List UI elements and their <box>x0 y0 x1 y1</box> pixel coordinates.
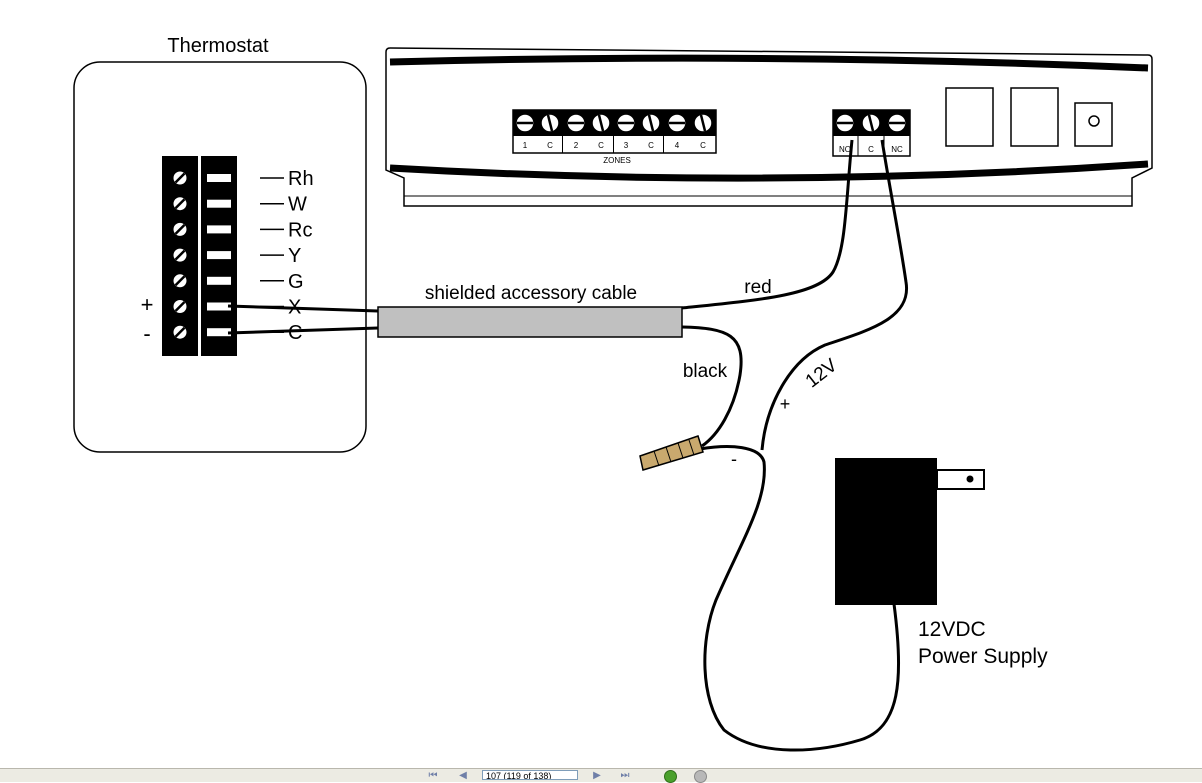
next-page-button[interactable]: ▶ <box>593 770 601 781</box>
first-page-button[interactable]: ⏮ <box>428 770 438 781</box>
screw-icon <box>566 113 586 133</box>
shielded-cable <box>377 306 683 338</box>
screw-icon <box>515 113 535 133</box>
stop-button[interactable] <box>694 770 707 783</box>
viewer-toolbar: ⏮ ◀ 107 (119 of 138) ▶ ⏭ <box>0 768 1202 783</box>
zone-terminal-label: C <box>547 141 553 150</box>
plug-prong-hole <box>966 475 974 483</box>
terminal-label-c: C <box>288 322 302 344</box>
wire-x <box>227 304 379 313</box>
terminal-label-rh: Rh <box>288 168 314 190</box>
spade-terminal-icon <box>207 225 231 234</box>
relay-terminal-label-nc: NC <box>891 145 903 154</box>
plus-label: + <box>780 394 791 414</box>
polarity-minus: - <box>143 321 150 346</box>
terminal-label-rc: Rc <box>288 219 312 241</box>
screw-icon <box>591 113 611 133</box>
wire-red <box>681 139 854 310</box>
terminal-row-rc: Rc <box>173 219 312 241</box>
screw-icon <box>861 113 881 133</box>
spade-terminal-icon <box>207 199 231 208</box>
voltage-label: 12V <box>802 355 842 393</box>
spade-terminal-icon <box>207 302 231 311</box>
relay-screws <box>835 113 907 133</box>
panel-bottom-stripe <box>389 160 1149 182</box>
port-right <box>1010 87 1059 147</box>
polarity-plus: + <box>141 292 154 317</box>
power-supply-line1: 12VDC <box>918 618 986 641</box>
terminal-row-w: W <box>173 194 307 216</box>
zone-screws <box>515 113 713 133</box>
zone-labels: 1 C 2 C 3 C 4 C <box>523 136 706 153</box>
panel-top-stripe <box>389 54 1149 72</box>
wire-nut <box>639 435 704 471</box>
power-supply-body <box>835 458 937 605</box>
wire-c <box>227 326 379 335</box>
power-supply: 12VDC Power Supply <box>835 458 1048 668</box>
screw-icon <box>693 113 713 133</box>
terminal-row-g: G <box>173 271 304 293</box>
relay-terminal-label-c: C <box>868 145 874 154</box>
screw-icon <box>540 113 560 133</box>
red-label: red <box>744 277 771 298</box>
zone-terminal-label: C <box>648 141 654 150</box>
screw-icon <box>641 113 661 133</box>
spade-terminal-icon <box>207 251 231 260</box>
port-left <box>945 87 994 147</box>
zone-terminal-label: C <box>598 141 604 150</box>
terminal-label-g: G <box>288 271 304 293</box>
screw-icon <box>616 113 636 133</box>
spade-terminal-icon <box>207 328 231 337</box>
zones-caption: ZONES <box>603 156 631 165</box>
cable-label: shielded accessory cable <box>425 283 637 304</box>
zone-terminal-label: 2 <box>574 141 579 150</box>
terminal-row-rh: Rh <box>173 168 314 190</box>
screw-icon <box>835 113 855 133</box>
zone-terminal-label: 1 <box>523 141 528 150</box>
wire-black <box>681 325 743 448</box>
plug-prong <box>936 469 985 490</box>
zone-terminal-label: 4 <box>675 141 680 150</box>
wire-plus-12v <box>760 139 909 451</box>
black-label: black <box>683 361 728 382</box>
zone-panel: 1 C 2 C 3 C 4 C ZONES NO C NC <box>385 47 1153 207</box>
minus-label: - <box>731 449 737 469</box>
spade-terminal-icon <box>207 174 231 182</box>
screw-icon <box>667 113 687 133</box>
zone-terminal-label: 3 <box>624 141 629 150</box>
zone-terminal-label: C <box>700 141 706 150</box>
terminal-label-y: Y <box>288 245 301 267</box>
wire-minus <box>699 445 901 752</box>
screw-icon <box>887 113 907 133</box>
relay-terminal-label-no: NO <box>839 145 851 154</box>
terminal-label-w: W <box>288 194 307 216</box>
thermostat-title: Thermostat <box>167 35 269 57</box>
prev-page-button[interactable]: ◀ <box>459 770 467 781</box>
last-page-button[interactable]: ⏭ <box>620 770 630 781</box>
terminal-row-y: Y <box>173 245 301 267</box>
wires <box>227 139 909 752</box>
go-button[interactable] <box>664 770 677 783</box>
power-supply-line2: Power Supply <box>918 645 1048 668</box>
power-jack-hole <box>1088 115 1100 127</box>
spade-terminal-icon <box>207 276 231 285</box>
page-number-field[interactable]: 107 (119 of 138) <box>482 770 578 780</box>
